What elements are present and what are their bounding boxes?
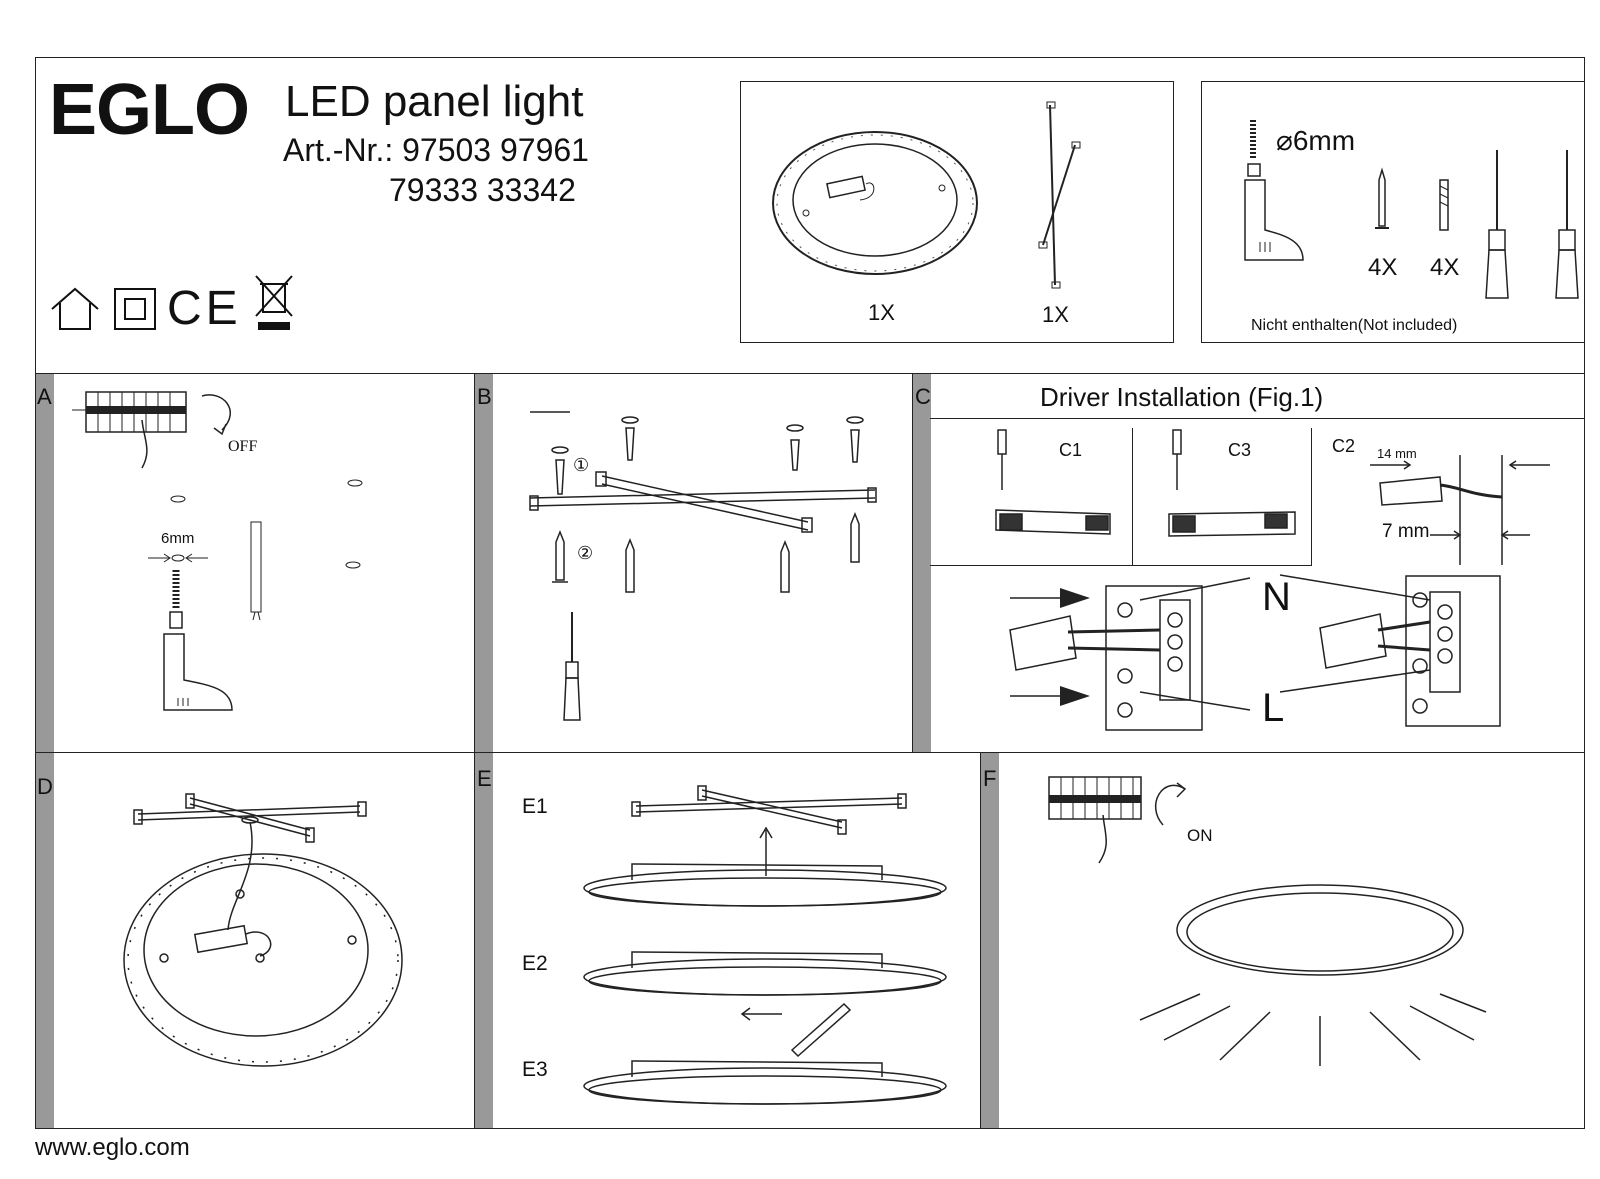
parts-box bbox=[740, 81, 1174, 343]
on-label: ON bbox=[1187, 826, 1213, 845]
article-numbers-line2: 79333 33342 bbox=[389, 172, 576, 208]
step-b-marker-2: ② bbox=[577, 543, 594, 563]
divider-ef bbox=[980, 752, 981, 1129]
c1-c3-box bbox=[930, 428, 1312, 566]
wall-plug-icon bbox=[1438, 176, 1450, 232]
divider-de bbox=[474, 752, 475, 1129]
ce-mark: CE bbox=[167, 282, 242, 335]
plug-quantity: 4X bbox=[1430, 254, 1460, 281]
mounting-bracket-illustration bbox=[1035, 100, 1085, 290]
step-bar-d bbox=[36, 753, 54, 1128]
step-label-a: A bbox=[37, 384, 52, 409]
driver-cover-c3 bbox=[1155, 430, 1305, 560]
step-label-e: E bbox=[477, 766, 492, 791]
step-bar-f bbox=[981, 753, 999, 1128]
step-bar-b bbox=[475, 374, 493, 752]
c2-label: C2 bbox=[1332, 436, 1356, 456]
drill-bit-measure-icon bbox=[148, 548, 208, 568]
drill-size-label-a: 6mm bbox=[161, 530, 195, 547]
bracket-mounting-illustration bbox=[530, 412, 890, 722]
strip-length-7mm: 7 mm bbox=[1382, 521, 1430, 542]
weee-bin-icon bbox=[254, 274, 294, 330]
bracket-quantity: 1X bbox=[1042, 302, 1069, 327]
panel-attach-illustration bbox=[582, 780, 952, 1110]
drill-icon-a bbox=[160, 570, 240, 720]
installed-panel-lit-illustration bbox=[1140, 880, 1490, 1070]
sheet-frame bbox=[35, 57, 1585, 1129]
c3-label: C3 bbox=[1228, 440, 1252, 460]
wire-strip-illustration bbox=[1370, 455, 1570, 565]
drill-icon bbox=[1243, 120, 1323, 270]
driver-installation-title: Driver Installation (Fig.1) bbox=[1040, 382, 1324, 412]
screwdriver-flat-icon bbox=[1484, 150, 1510, 300]
tools-box bbox=[1201, 81, 1585, 343]
product-title: LED panel light bbox=[285, 77, 584, 126]
ceiling-hole-markers bbox=[160, 475, 370, 575]
house-icon bbox=[50, 287, 100, 331]
screwdriver-phillips-icon bbox=[1554, 150, 1580, 300]
panel-quantity: 1X bbox=[868, 300, 895, 325]
terminal-block-left-illustration bbox=[1010, 580, 1270, 740]
website-url[interactable]: www.eglo.com bbox=[35, 1134, 190, 1161]
e2-label: E2 bbox=[522, 952, 548, 975]
screw-icon bbox=[1375, 170, 1389, 232]
article-numbers-a: 97503 97961 bbox=[402, 132, 589, 168]
divider-middle bbox=[35, 752, 1585, 753]
panel-back-illustration bbox=[770, 128, 980, 278]
tools-not-included-note: Nicht enthalten(Not included) bbox=[1251, 317, 1458, 334]
divider-ab bbox=[474, 373, 475, 753]
wire-illustration-a bbox=[247, 520, 267, 620]
divider-bc bbox=[912, 373, 913, 753]
breaker-panel-off-illustration bbox=[72, 390, 262, 480]
step-bar-e bbox=[475, 753, 493, 1128]
step-b-marker-1: ① bbox=[573, 455, 590, 475]
step-bar-a bbox=[36, 374, 54, 752]
step-label-d: D bbox=[37, 774, 53, 799]
article-numbers-line1: Art.-Nr.: 97503 97961 bbox=[283, 134, 589, 166]
step-label-b: B bbox=[477, 384, 492, 409]
step-label-c: C bbox=[915, 384, 931, 409]
live-label: L bbox=[1262, 686, 1285, 730]
brand-logo: EGLO bbox=[49, 70, 250, 150]
step-label-f: F bbox=[983, 766, 997, 791]
driver-cover-c1 bbox=[990, 430, 1130, 560]
e3-label: E3 bbox=[522, 1058, 548, 1081]
strip-length-14mm: 14 mm bbox=[1377, 446, 1417, 461]
breaker-panel-on-illustration bbox=[1045, 775, 1205, 865]
neutral-label: N bbox=[1262, 575, 1291, 619]
off-label: OFF bbox=[228, 438, 258, 455]
c1-c3-divider bbox=[1132, 428, 1133, 566]
class-ii-icon bbox=[114, 288, 156, 330]
e1-label: E1 bbox=[522, 795, 548, 818]
step-bar-c bbox=[913, 374, 931, 752]
c1-label: C1 bbox=[1059, 440, 1083, 460]
terminal-block-right-illustration bbox=[1320, 570, 1560, 740]
drill-size: ⌀6mm bbox=[1276, 125, 1356, 156]
driver-title-underline bbox=[930, 418, 1585, 419]
panel-assembly-illustration bbox=[120, 790, 410, 1080]
divider-top bbox=[35, 373, 1585, 374]
screw-quantity: 4X bbox=[1368, 254, 1398, 281]
article-prefix: Art.-Nr.: bbox=[283, 132, 394, 168]
